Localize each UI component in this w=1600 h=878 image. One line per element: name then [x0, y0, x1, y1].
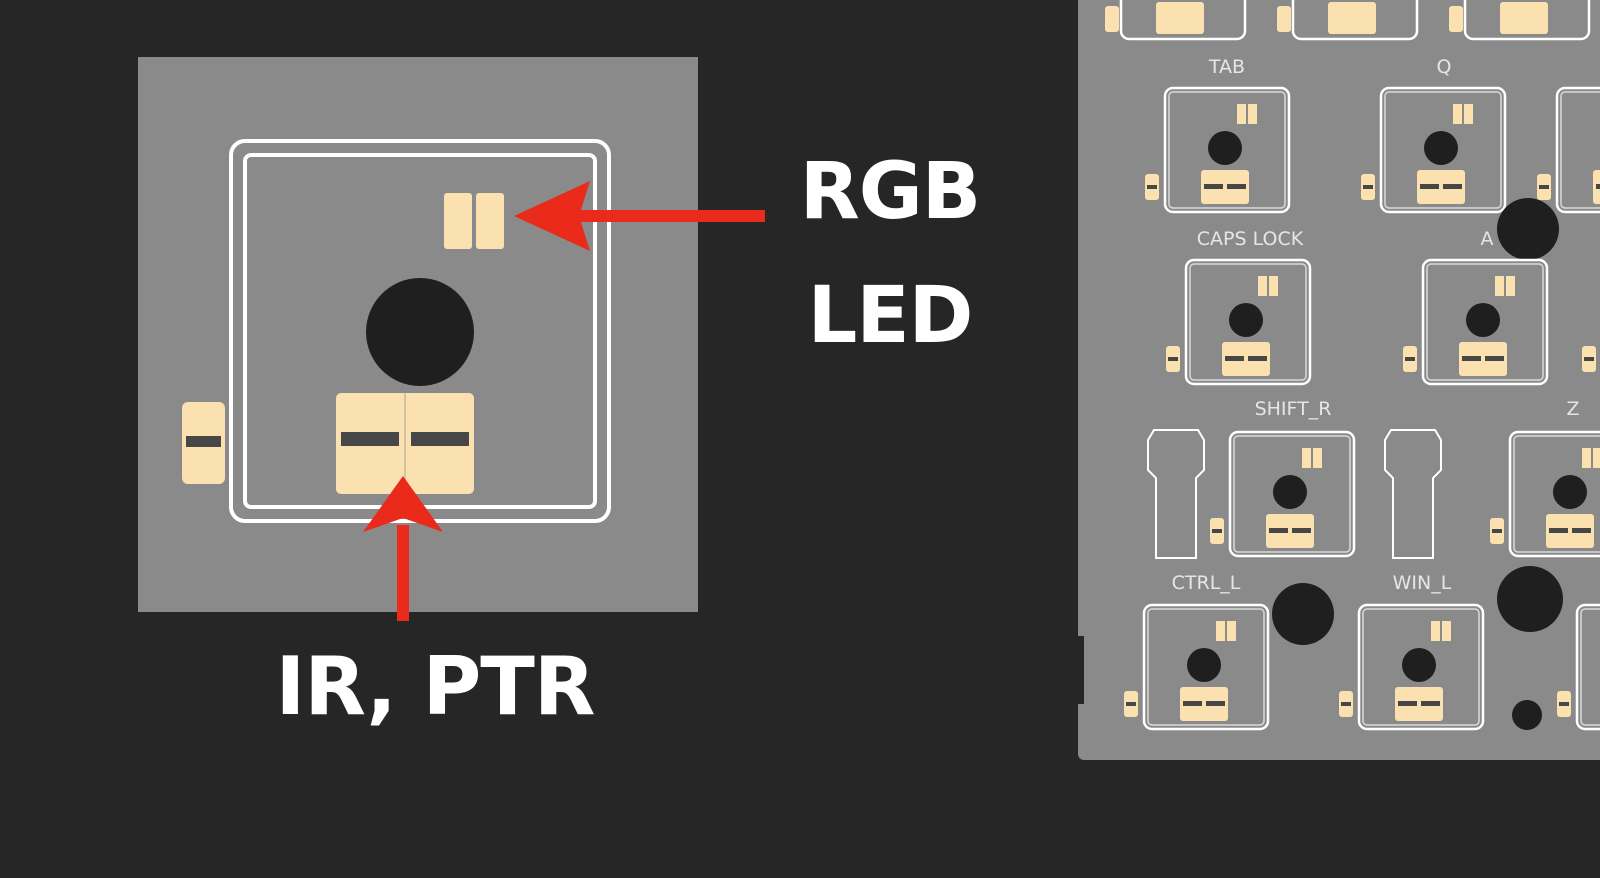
rgb-led-pad-right — [476, 193, 504, 249]
key-label-win-l: WIN_L — [1392, 572, 1452, 594]
mount-hole-3 — [1497, 566, 1563, 632]
center-hole — [366, 278, 474, 386]
key-label-tab: TAB — [1208, 56, 1246, 78]
key-switch-tab — [1143, 86, 1291, 214]
ir-ptr-pads — [336, 393, 474, 494]
stabilizer-right — [1384, 429, 1442, 559]
ir-ptr-pad-slot-left — [341, 432, 399, 446]
keyboard-top-row — [1105, 0, 1591, 41]
key-switch-q — [1359, 86, 1507, 214]
rgb-led-callout-line2: LED — [807, 271, 974, 361]
key-switch-s-partial — [1580, 258, 1600, 386]
key-label-z: Z — [1566, 398, 1580, 420]
key-switch-shift-r — [1208, 430, 1356, 558]
board-notch — [1074, 636, 1084, 704]
key-label-a: A — [1480, 228, 1494, 250]
key-switch-alt-partial — [1555, 603, 1600, 731]
key-switch-w-partial — [1535, 86, 1600, 214]
ir-ptr-pad-slot-right — [411, 432, 469, 446]
key-switch-caps-lock — [1164, 258, 1312, 386]
key-switch-win-l — [1337, 603, 1485, 731]
stabilizer-left — [1147, 429, 1205, 559]
ir-ptr-arrow — [363, 476, 443, 621]
rgb-led-pads — [444, 193, 504, 249]
key-switch-ctrl-l — [1122, 603, 1270, 731]
rgb-led-arrow — [514, 181, 765, 251]
mount-hole-1 — [1497, 198, 1559, 260]
rgb-led-callout: RGB LED — [790, 130, 990, 378]
key-switch-z — [1488, 430, 1600, 558]
key-switch-a — [1401, 258, 1549, 386]
key-label-caps-lock: CAPS LOCK — [1196, 228, 1304, 250]
mount-hole-4 — [1512, 700, 1542, 730]
key-label-q: Q — [1436, 56, 1452, 78]
mount-hole-2 — [1272, 583, 1334, 645]
ir-ptr-callout: IR, PTR — [275, 640, 596, 733]
side-pad — [182, 402, 225, 484]
key-label-shift-r: SHIFT_R — [1254, 398, 1332, 420]
rgb-led-callout-line1: RGB — [799, 147, 982, 237]
rgb-led-pad-left — [444, 193, 472, 249]
key-label-ctrl-l: CTRL_L — [1171, 572, 1241, 594]
